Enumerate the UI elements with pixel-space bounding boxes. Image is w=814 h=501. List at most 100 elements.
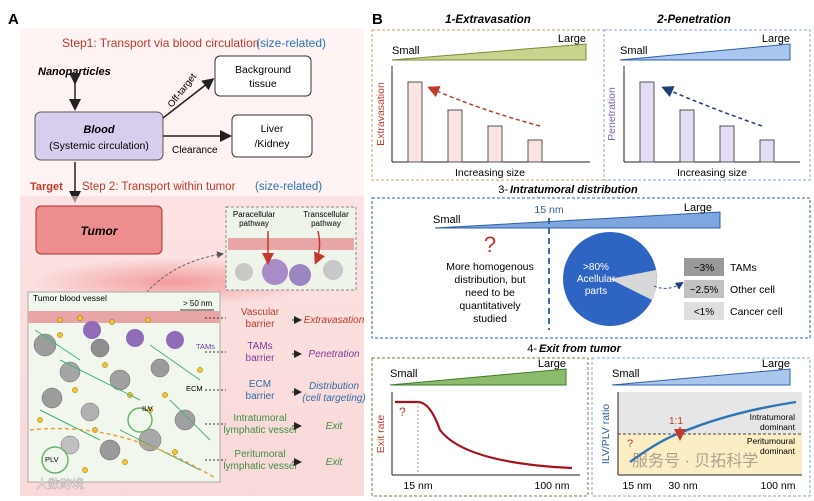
cell-fraction-pct: ~3% (694, 263, 714, 274)
intratumoral-zone (618, 392, 802, 434)
panel-b: B 1-Extravasation Small Large Extravasat… (371, 11, 811, 497)
tumor-vessel-label: Tumor blood vessel (33, 293, 107, 303)
penetration-trend-arrow (661, 86, 763, 127)
tumor-cell (33, 333, 57, 357)
inset-trans-arrow (314, 230, 326, 265)
extravasation-large: Large (558, 33, 586, 45)
liver-kidney-box (231, 114, 313, 158)
nanoparticle (82, 467, 88, 473)
intra-dominant-line2: dominant (760, 422, 796, 432)
barrier-name-line1: Vascular (241, 307, 280, 318)
ilv-small-label: ILV (142, 404, 153, 413)
step1-tag: (size-related) (256, 36, 326, 50)
tumor-cell (99, 439, 121, 461)
penetration-title: 2-Penetration (656, 14, 731, 26)
extravasation-ylabel: Extravasation (375, 82, 387, 146)
inset-tumor-cell (235, 263, 253, 281)
intra-dominant-line1: Intratumoral (750, 412, 795, 422)
cell-fraction-list: ~3%TAMs~2.5%Other cell<1%Cancer cell (684, 258, 783, 320)
extravasation-bars (407, 81, 543, 163)
micro-cells (33, 315, 211, 474)
paracellular-line1: Paracellular (233, 210, 276, 219)
pie-callout-arrow (653, 281, 684, 290)
blood-subtitle: (Systemic circulation) (49, 140, 149, 152)
distribution-text-line: quantitatively (459, 300, 521, 312)
background-tissue-box (214, 55, 312, 97)
peri-dominant-line1: Peritumoural (747, 436, 795, 446)
distribution-text-line: More homogenous (446, 261, 534, 273)
peritumoral-boundary (29, 427, 216, 479)
barrier-name-line2: lymphatic vessel (223, 425, 296, 436)
barrier-process: Exit (326, 421, 344, 432)
nanoparticle (57, 332, 63, 338)
cell-fraction-pct: ~2.5% (690, 285, 719, 296)
barrier-process: Distribution (309, 381, 359, 392)
barrier-name-line1: Peritumoral (234, 449, 285, 460)
nanoparticle (172, 449, 178, 455)
nanoparticle (122, 459, 128, 465)
transcellular-line2: pathway (311, 219, 341, 228)
tumor-cell (41, 387, 63, 409)
penetration-size-wedge (619, 43, 791, 61)
exit-title: Exit from tumor (539, 343, 622, 355)
transcellular-line1: Transcellular (303, 210, 349, 219)
penetration-xlabel: Increasing size (677, 167, 747, 179)
exit-rate-ylabel: Exit rate (375, 415, 387, 454)
distribution-title-num: 3- (498, 184, 508, 196)
watermark-right: 服务号 · 贝拓科学 (632, 452, 758, 470)
liver-line2: /Kidney (254, 138, 290, 150)
blood-title: Blood (83, 124, 114, 136)
inset-callout-arrow (139, 251, 224, 301)
cell-fraction-box (684, 302, 724, 320)
barrier-name-line1: TAMs (247, 341, 272, 352)
cell-fraction-name: TAMs (730, 262, 757, 274)
blood-box (34, 111, 164, 161)
peri-dominant-line2: dominant (760, 446, 796, 456)
size-bar (759, 139, 775, 163)
size-bar (679, 109, 695, 163)
nanoparticle (57, 317, 63, 323)
distribution-small: Small (433, 214, 461, 226)
paracellular-line2: pathway (239, 219, 269, 228)
nanoparticle (109, 319, 115, 325)
penetration-large: Large (762, 33, 790, 45)
nanoparticle (77, 315, 83, 321)
plv-vessel (41, 446, 69, 474)
ecm-small-label: ECM (186, 384, 203, 393)
nanoparticle (102, 362, 108, 368)
tumor-box (35, 205, 163, 255)
extravasation-small: Small (392, 45, 420, 57)
tam-cell (126, 329, 144, 347)
tumor-label: Tumor (80, 224, 118, 238)
cell-fraction-box (684, 258, 724, 276)
liver-line1: Liver (261, 123, 284, 135)
barrier-name-line2: barrier (246, 391, 276, 402)
exit-rate-size-wedge (389, 368, 567, 386)
exit-rate-qmark: ? (399, 405, 406, 419)
distribution-size-wedge (434, 211, 721, 229)
pie-cellular (610, 270, 657, 300)
cell-fraction-pct: <1% (694, 307, 714, 318)
cell-fraction-box (684, 280, 724, 298)
step1-text: Step1: Transport via blood circulation (62, 36, 259, 50)
penetration-small: Small (620, 45, 648, 57)
exit-rate-tick-15: 15 nm (403, 480, 432, 492)
barrier-process: Penetration (308, 349, 360, 360)
scale-label: > 50 nm (183, 299, 212, 308)
size-bar (407, 81, 423, 163)
barrier-name-line2: lymphatic vessel (223, 461, 296, 472)
ecm-fiber (169, 399, 211, 441)
acellular-pie (563, 232, 657, 326)
barrier-process: Extravasation (304, 315, 365, 326)
tumor-cell (174, 409, 196, 431)
tumor-cell (90, 338, 110, 358)
ecm-fiber (119, 429, 201, 471)
extravasation-xlabel: Increasing size (455, 167, 525, 179)
pie-text-line: >80% (583, 262, 609, 273)
panel-b-label: B (372, 11, 383, 28)
peritumoral-zone (618, 434, 802, 475)
pie-text-line: parts (585, 286, 607, 297)
